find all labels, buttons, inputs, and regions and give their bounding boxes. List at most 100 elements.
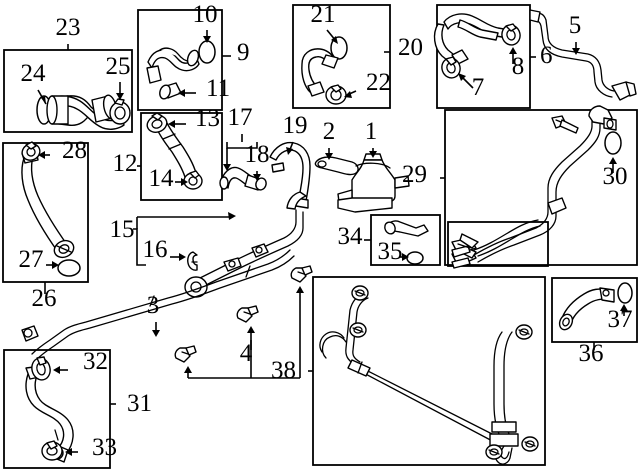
o-ring-37 (617, 282, 633, 304)
callout-30: 30 (603, 163, 628, 190)
callout-31: 31 (127, 390, 152, 417)
callout-16: 16 (143, 236, 168, 263)
callout-13: 13 (195, 105, 220, 132)
line-38-clip-5 (485, 444, 503, 460)
callout-35: 35 (378, 238, 403, 265)
arrow-13 (168, 120, 175, 128)
part-1-reservoir-valve (337, 153, 410, 213)
o-ring-30 (604, 131, 622, 155)
fitting-34-end (384, 221, 396, 235)
pipe-29-top-hole (606, 119, 614, 129)
valve-1-seam (355, 162, 391, 169)
line-38-branch-b (321, 335, 347, 359)
part-26-lower-radiator-hose (21, 141, 81, 277)
hose-5-line2 (533, 20, 613, 98)
line-38-clip-4 (521, 436, 539, 452)
clamp-7 (441, 56, 461, 79)
leader-lines (37, 29, 628, 456)
pipe-3-line-top (31, 249, 291, 355)
part-38-cooler-lines (319, 285, 539, 465)
o-ring-21 (330, 36, 348, 60)
lead-15-bracket (133, 228, 146, 266)
pipe-15-bracket-b (223, 257, 242, 272)
pipe-15-hole-b (228, 260, 236, 268)
arrow-32 (53, 366, 60, 374)
pipe-36-left-bore (562, 317, 570, 327)
arrow-27 (52, 261, 59, 269)
o-ring-10 (198, 40, 216, 64)
arrow-4-left (184, 366, 192, 373)
arrow-11 (178, 89, 185, 97)
pipe-29-bolt (551, 115, 579, 134)
callout-36: 36 (579, 340, 604, 367)
part-9-radiator-hose (146, 40, 216, 100)
clamp-22 (325, 84, 347, 105)
arrow-1 (369, 151, 377, 158)
connector-fitting-left (451, 233, 479, 258)
pipe-29-top-nut (603, 117, 617, 131)
arrow-7 (458, 73, 466, 81)
box-17-hose-connector (447, 221, 549, 267)
arrow-37 (620, 304, 628, 311)
part-15-water-pipe (184, 191, 307, 298)
box-31-heater-hose (3, 349, 111, 469)
line-38-clip-1 (351, 285, 369, 301)
part-36-water-outlet (558, 282, 633, 331)
callout-38: 38 (271, 357, 296, 384)
callout-25: 25 (106, 53, 131, 80)
clamp-13 (146, 112, 168, 133)
arrow-4-right (296, 286, 304, 293)
callout-4: 4 (240, 340, 253, 367)
arrow-5 (572, 48, 580, 55)
hose-23-outline (52, 95, 125, 130)
pipe-29-bracket (547, 197, 567, 215)
hose-20-cuff (321, 54, 339, 69)
callout-33: 33 (92, 434, 117, 461)
part-6-heater-hose (433, 13, 521, 79)
callout-26: 26 (32, 285, 57, 312)
group-boxes (2, 4, 638, 469)
box-20-outlet-hose (292, 4, 391, 109)
hose-26-lower-end (53, 239, 75, 259)
clamp-28 (21, 141, 41, 161)
o-ring-35 (406, 251, 424, 265)
hose-19-tab (271, 162, 285, 173)
arrow-35 (402, 253, 409, 261)
hose-12-rib1 (162, 133, 176, 140)
pipe-3-seam2 (245, 265, 251, 278)
line-38-clip-3 (515, 324, 533, 340)
clamp-33 (41, 440, 63, 461)
valve-1-port-right (394, 175, 410, 189)
arrow-14 (181, 178, 188, 186)
line-38-right-joint (491, 421, 517, 433)
callout-7: 7 (472, 74, 485, 101)
callout-27: 27 (19, 246, 44, 273)
arrow-21 (331, 36, 338, 44)
connector-hose-line-b (477, 225, 541, 257)
arrow-25 (116, 93, 124, 100)
arrow-16 (179, 253, 186, 261)
arrow-2 (325, 153, 333, 160)
pipe-36-right-hole (602, 289, 610, 297)
part-34-fitting (384, 220, 429, 265)
box-9-radiator-hose (137, 9, 223, 111)
callout-5: 5 (569, 12, 582, 39)
callout-22: 22 (366, 69, 391, 96)
clip-4-b (236, 305, 259, 323)
part-connector-right-box (451, 219, 541, 258)
line-38-diagonal-a (353, 363, 501, 439)
callout-2: 2 (323, 118, 336, 145)
pipe-29-line-b (477, 117, 601, 263)
callout-6: 6 (540, 42, 553, 69)
callout-24: 24 (21, 60, 47, 87)
line-38-diagonal-b (357, 369, 499, 445)
o-ring-27 (57, 259, 81, 277)
callout-15: 15 (110, 216, 135, 243)
pipe-29-line-a (473, 117, 593, 256)
arrow-4-mid (247, 326, 255, 333)
arrow-15 (228, 212, 236, 220)
callout-11: 11 (206, 75, 230, 102)
